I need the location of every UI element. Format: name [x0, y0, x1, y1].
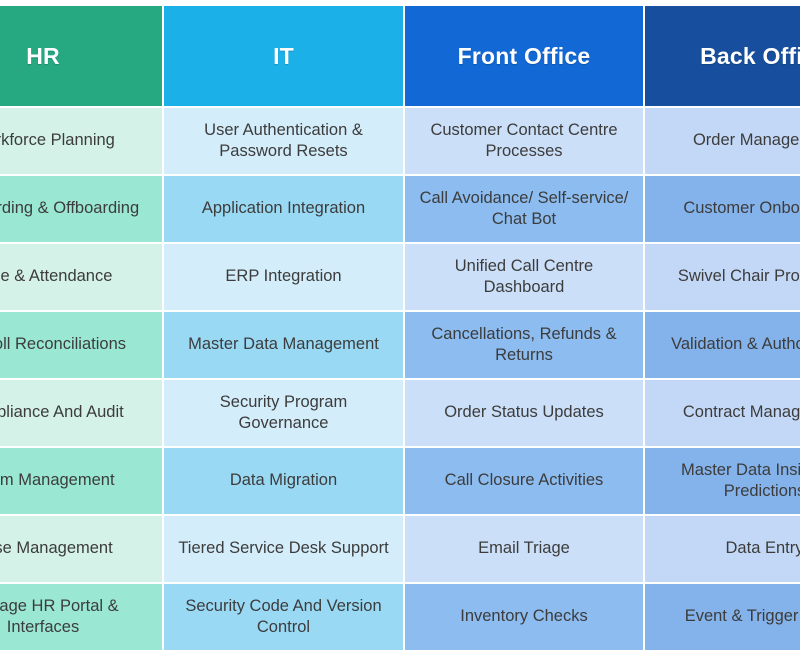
process-matrix-container: HR IT Front Office Back Office Workforce…: [0, 4, 800, 652]
cell-back: Contract Management: [645, 380, 800, 446]
cell-back: Validation & Authorisation: [645, 312, 800, 378]
table-row: Claim Management Data Migration Call Clo…: [0, 448, 800, 514]
table-row: Onboarding & Offboarding Application Int…: [0, 176, 800, 242]
cell-back: Data Entry: [645, 516, 800, 582]
cell-it: Application Integration: [164, 176, 403, 242]
cell-it: Security Code And Version Control: [164, 584, 403, 650]
cell-front: Unified Call Centre Dashboard: [405, 244, 643, 310]
column-header-hr: HR: [0, 6, 162, 106]
cell-hr: Manage HR Portal & Interfaces: [0, 584, 162, 650]
cell-back: Master Data Insights & Predictions: [645, 448, 800, 514]
table-row: Time & Attendance ERP Integration Unifie…: [0, 244, 800, 310]
cell-front: Email Triage: [405, 516, 643, 582]
cell-it: Security Program Governance: [164, 380, 403, 446]
column-header-it: IT: [164, 6, 403, 106]
table-row: Payroll Reconciliations Master Data Mana…: [0, 312, 800, 378]
cell-hr: Claim Management: [0, 448, 162, 514]
cell-hr: Time & Attendance: [0, 244, 162, 310]
cell-it: Data Migration: [164, 448, 403, 514]
column-header-back-office: Back Office: [645, 6, 800, 106]
process-matrix-table: HR IT Front Office Back Office Workforce…: [0, 4, 800, 652]
cell-front: Inventory Checks: [405, 584, 643, 650]
cell-it: User Authentication & Password Resets: [164, 108, 403, 174]
cell-hr: Compliance And Audit: [0, 380, 162, 446]
cell-front: Cancellations, Refunds & Returns: [405, 312, 643, 378]
cell-front: Call Avoidance/ Self-service/ Chat Bot: [405, 176, 643, 242]
cell-hr: Payroll Reconciliations: [0, 312, 162, 378]
cell-hr: Case Management: [0, 516, 162, 582]
table-row: Manage HR Portal & Interfaces Security C…: [0, 584, 800, 650]
table-row: Case Management Tiered Service Desk Supp…: [0, 516, 800, 582]
cell-back: Swivel Chair Processes: [645, 244, 800, 310]
table-row: Workforce Planning User Authentication &…: [0, 108, 800, 174]
cell-back: Order Management: [645, 108, 800, 174]
column-header-front-office: Front Office: [405, 6, 643, 106]
cell-hr: Workforce Planning: [0, 108, 162, 174]
cell-back: Event & Trigger Alerts: [645, 584, 800, 650]
cell-front: Customer Contact Centre Processes: [405, 108, 643, 174]
table-header-row: HR IT Front Office Back Office: [0, 6, 800, 106]
cell-front: Call Closure Activities: [405, 448, 643, 514]
cell-it: Tiered Service Desk Support: [164, 516, 403, 582]
table-row: Compliance And Audit Security Program Go…: [0, 380, 800, 446]
cell-front: Order Status Updates: [405, 380, 643, 446]
cell-it: Master Data Management: [164, 312, 403, 378]
cell-it: ERP Integration: [164, 244, 403, 310]
cell-back: Customer Onboarding: [645, 176, 800, 242]
cell-hr: Onboarding & Offboarding: [0, 176, 162, 242]
